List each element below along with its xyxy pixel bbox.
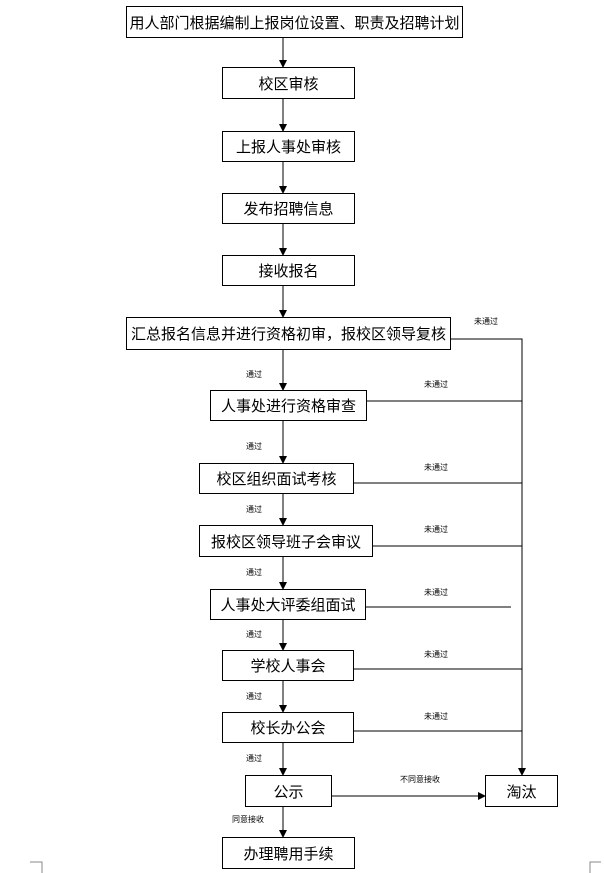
step-president-office-meeting: 校长办公会 <box>222 712 354 743</box>
fail-label: 未通过 <box>424 588 448 597</box>
step-public-notice: 公示 <box>245 775 332 807</box>
fail-label: 未通过 <box>424 712 448 721</box>
step-campus-review: 校区审核 <box>222 67 355 99</box>
agree-label: 同意接收 <box>232 815 264 824</box>
step-hiring-procedures: 办理聘用手续 <box>222 837 355 869</box>
pass-label: 通过 <box>246 754 262 763</box>
pass-label: 通过 <box>246 370 262 379</box>
step-initial-screening: 汇总报名信息并进行资格初审，报校区领导复核 <box>126 317 451 350</box>
disagree-label: 不同意接收 <box>400 775 440 784</box>
corner-mark-left <box>30 861 43 873</box>
step-hr-qualification-check: 人事处进行资格审查 <box>210 390 367 421</box>
fail-label: 未通过 <box>474 317 498 326</box>
step-leadership-deliberation: 报校区领导班子会审议 <box>199 525 373 557</box>
fail-label: 未通过 <box>424 463 448 472</box>
pass-label: 通过 <box>246 692 262 701</box>
step-publish-recruitment: 发布招聘信息 <box>222 193 355 224</box>
step-hr-review: 上报人事处审核 <box>222 131 355 162</box>
fail-label: 未通过 <box>424 650 448 659</box>
step-submit-plan: 用人部门根据编制上报岗位设置、职责及招聘计划 <box>126 6 463 38</box>
pass-label: 通过 <box>246 505 262 514</box>
step-school-personnel-meeting: 学校人事会 <box>222 650 354 681</box>
reject-trunk <box>451 338 526 776</box>
step-campus-interview: 校区组织面试考核 <box>199 463 354 494</box>
fail-label: 未通过 <box>424 380 448 389</box>
step-receive-applications: 接收报名 <box>222 255 355 286</box>
pass-label: 通过 <box>246 568 262 577</box>
pass-label: 通过 <box>246 630 262 639</box>
fail-label: 未通过 <box>424 525 448 534</box>
step-hr-panel-interview: 人事处大评委组面试 <box>210 589 366 620</box>
corner-mark-right <box>589 861 601 873</box>
step-eliminated: 淘汰 <box>485 775 558 807</box>
pass-label: 通过 <box>246 442 262 451</box>
